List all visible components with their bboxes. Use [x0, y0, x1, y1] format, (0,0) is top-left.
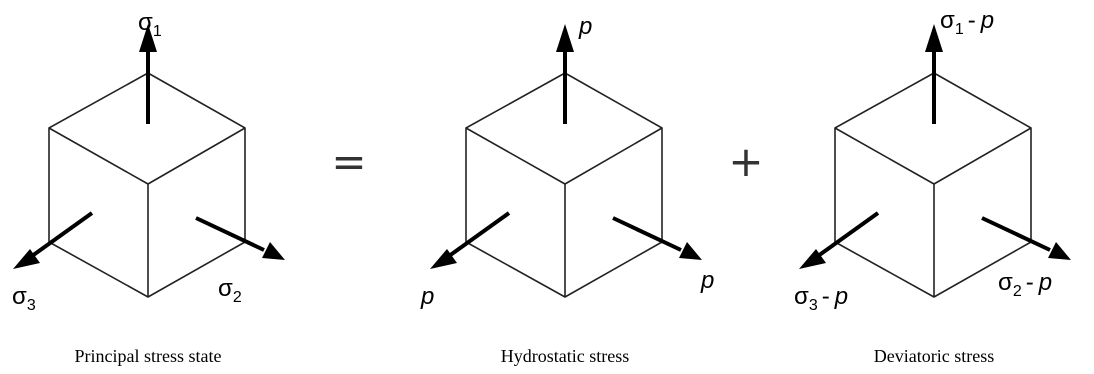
equals-sign: =: [331, 137, 366, 186]
arrow-right-deviatoric: [981, 216, 1071, 260]
arrow-top-deviatoric: [925, 24, 943, 124]
caption-principal: Principal stress state: [75, 346, 222, 366]
arrow-left-deviatoric: [799, 211, 880, 269]
arrow-top-principal: [139, 24, 157, 124]
label-top-hydrostatic: p: [578, 13, 592, 40]
label-right-hydrostatic: p: [700, 267, 714, 294]
arrow-right-principal: [195, 216, 285, 260]
panel-principal-stress: σ1 σ3 σ2 Principal stress state: [12, 9, 285, 366]
arrow-right-hydrostatic: [612, 216, 702, 260]
panel-hydrostatic-stress: p p p Hydrostatic stress: [420, 13, 714, 366]
arrow-top-hydrostatic: [556, 24, 574, 124]
arrow-left-principal: [13, 211, 94, 269]
label-right-deviatoric: σ2-p: [998, 269, 1052, 300]
label-top-deviatoric: σ1-p: [940, 7, 994, 38]
label-left-principal: σ3: [12, 283, 36, 314]
caption-hydrostatic: Hydrostatic stress: [501, 346, 629, 366]
label-top-principal: σ1: [138, 9, 162, 40]
panel-deviatoric-stress: σ1-p σ3-p σ2-p Deviatoric stress: [794, 7, 1071, 366]
label-right-principal: σ2: [218, 275, 242, 306]
arrow-left-hydrostatic: [430, 211, 511, 269]
caption-deviatoric: Deviatoric stress: [874, 346, 994, 366]
label-left-deviatoric: σ3-p: [794, 283, 848, 314]
label-left-hydrostatic: p: [420, 283, 434, 310]
plus-sign: +: [728, 137, 763, 186]
